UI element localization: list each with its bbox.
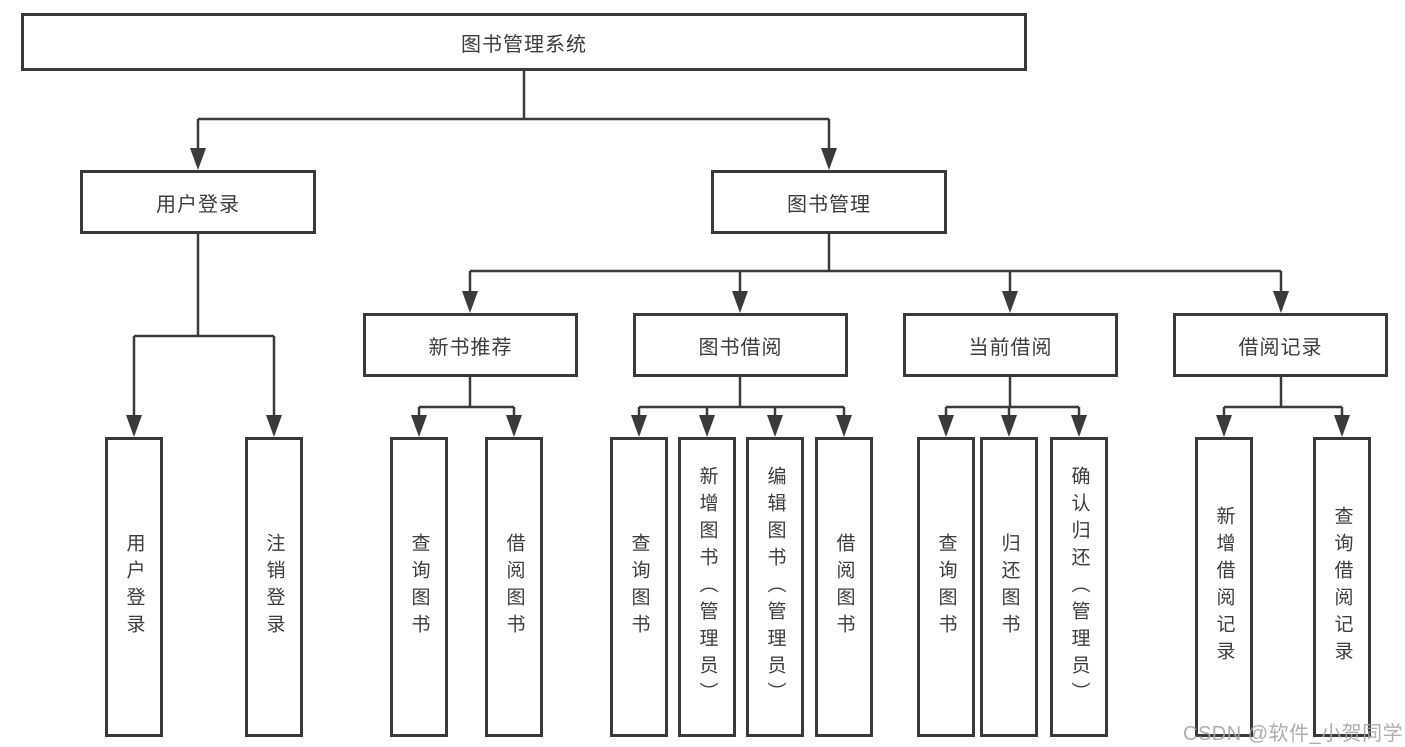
- leaf-add-borrow-record-label: 新增借阅记录: [1213, 506, 1235, 668]
- leaf-query-books-borrow-label: 查询图书: [628, 533, 650, 641]
- leaf-add-borrow-record: 新增借阅记录: [1195, 437, 1253, 737]
- csdn-watermark: CSDN @软件_小贺同学: [1183, 723, 1404, 745]
- leaf-return-books: 归还图书: [980, 437, 1038, 737]
- leaf-query-books-current-label: 查询图书: [935, 533, 957, 641]
- leaf-edit-books-admin: 编辑图书（管理员）: [746, 437, 804, 737]
- leaf-query-books-recommend: 查询图书: [390, 437, 448, 737]
- leaf-user-login-label: 用户登录: [123, 533, 145, 641]
- leaf-logout-label: 注销登录: [263, 533, 285, 641]
- node-user-login-label: 用户登录: [156, 193, 240, 216]
- node-new-book-recommend-label: 新书推荐: [428, 336, 513, 359]
- leaf-edit-books-admin-label: 编辑图书（管理员）: [764, 465, 786, 709]
- leaf-borrow-books-recommend: 借阅图书: [485, 437, 543, 737]
- leaf-query-books-recommend-label: 查询图书: [408, 533, 430, 641]
- leaf-confirm-return-admin-label: 确认归还（管理员）: [1068, 465, 1090, 709]
- leaf-query-borrow-record-label: 查询借阅记录: [1331, 506, 1353, 668]
- leaf-add-books-admin: 新增图书（管理员）: [678, 437, 736, 737]
- node-current-borrow: 当前借阅: [903, 313, 1118, 377]
- leaf-logout: 注销登录: [245, 437, 303, 737]
- node-root-label: 图书管理系统: [461, 33, 587, 56]
- leaf-return-books-label: 归还图书: [998, 533, 1020, 641]
- node-borrow-records-label: 借阅记录: [1238, 336, 1323, 359]
- node-current-borrow-label: 当前借阅: [968, 336, 1053, 359]
- leaf-query-books-borrow: 查询图书: [610, 437, 668, 737]
- leaf-add-books-admin-label: 新增图书（管理员）: [696, 465, 718, 709]
- leaf-confirm-return-admin: 确认归还（管理员）: [1050, 437, 1108, 737]
- node-borrow-records: 借阅记录: [1173, 313, 1388, 377]
- leaf-user-login: 用户登录: [105, 437, 163, 737]
- leaf-borrow-books-recommend-label: 借阅图书: [503, 533, 525, 641]
- node-book-borrow: 图书借阅: [633, 313, 848, 377]
- node-book-management-label: 图书管理: [787, 193, 871, 216]
- leaf-borrow-books-label: 借阅图书: [833, 533, 855, 641]
- node-book-management: 图书管理: [711, 170, 947, 234]
- node-root: 图书管理系统: [21, 13, 1027, 71]
- leaf-query-borrow-record: 查询借阅记录: [1313, 437, 1371, 737]
- node-new-book-recommend: 新书推荐: [363, 313, 578, 377]
- leaf-query-books-current: 查询图书: [917, 437, 975, 737]
- node-user-login: 用户登录: [80, 170, 316, 234]
- node-book-borrow-label: 图书借阅: [698, 336, 783, 359]
- leaf-borrow-books: 借阅图书: [815, 437, 873, 737]
